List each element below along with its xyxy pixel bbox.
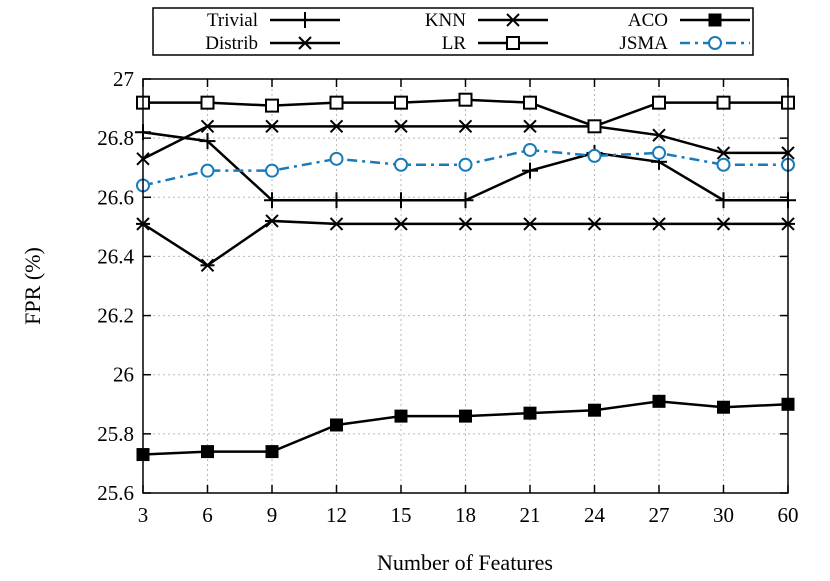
grid-layer (143, 79, 788, 493)
point-marker (201, 445, 214, 459)
y-tick-label: 26.2 (97, 304, 134, 328)
point-marker (458, 92, 473, 107)
y-tick-label: 27 (113, 67, 134, 91)
point-marker (394, 217, 408, 231)
point-marker (394, 409, 408, 423)
point-marker (394, 157, 408, 172)
point-marker (394, 119, 408, 134)
legend-label-trivial: Trivial (207, 10, 258, 31)
point-marker (708, 13, 722, 27)
point-marker (458, 217, 473, 231)
legend-label-distrib: Distrib (205, 33, 258, 54)
y-tick-label: 26 (113, 363, 134, 387)
point-marker (523, 217, 537, 231)
y-tick-label: 26.6 (97, 185, 134, 209)
x-tick-label: 9 (267, 503, 278, 527)
series-line-knn (142, 219, 788, 267)
y-axis-label: FPR (%) (20, 247, 45, 325)
point-marker (200, 163, 215, 178)
point-marker (716, 146, 731, 160)
point-marker (652, 128, 666, 142)
x-tick-label: 6 (202, 503, 213, 527)
point-marker (458, 157, 473, 172)
point-marker (458, 119, 473, 134)
point-marker (523, 95, 537, 110)
x-tick-label: 12 (326, 503, 347, 527)
y-tick-label: 25.6 (97, 481, 134, 505)
series-line-distrib (142, 125, 788, 160)
point-marker (587, 148, 602, 163)
point-marker (717, 400, 730, 414)
point-marker (652, 394, 666, 408)
point-marker (329, 151, 344, 166)
point-marker (652, 145, 666, 160)
x-tick-label: 24 (584, 503, 606, 527)
legend-label-lr: LR (442, 33, 467, 54)
y-tick-label: 26.4 (97, 244, 134, 268)
point-marker (329, 119, 344, 134)
point-marker (716, 95, 731, 110)
point-marker (715, 192, 732, 209)
point-marker (200, 119, 215, 134)
x-tick-label: 18 (455, 503, 476, 527)
tick-layer: 3 6 9 12 15 18 21 24 27 30 60 25.6 25.8 26 26.2 26.4 26.… (97, 67, 798, 527)
point-marker (506, 13, 520, 27)
point-marker (265, 98, 279, 113)
point-marker (457, 192, 474, 209)
legend-label-jsma: JSMA (619, 33, 668, 54)
x-tick-label: 15 (391, 503, 412, 527)
x-tick-label: 30 (713, 503, 734, 527)
series-layer (135, 92, 796, 462)
point-marker (298, 36, 312, 50)
y-tick-label: 25.8 (97, 422, 134, 446)
point-marker (523, 119, 537, 134)
point-marker (329, 95, 344, 110)
point-marker (264, 192, 280, 209)
point-marker (716, 217, 731, 231)
point-marker (522, 162, 538, 179)
point-marker (265, 445, 279, 459)
point-marker (328, 192, 345, 209)
legend-label-aco: ACO (628, 10, 668, 31)
y-tick-label: 26.8 (97, 126, 134, 150)
point-marker (297, 12, 313, 28)
point-marker (587, 119, 602, 134)
point-marker (200, 258, 215, 273)
point-marker (265, 119, 279, 134)
point-marker (716, 157, 731, 172)
point-marker (265, 163, 279, 178)
point-marker (652, 95, 666, 110)
point-marker (523, 406, 537, 420)
point-marker (652, 217, 666, 231)
x-tick-label: 27 (649, 503, 670, 527)
x-axis-label: Number of Features (377, 550, 553, 575)
point-marker (506, 36, 520, 50)
point-marker (329, 217, 344, 231)
point-marker (330, 418, 343, 432)
point-marker (523, 142, 537, 157)
legend-box (152, 7, 754, 56)
point-marker (393, 192, 409, 209)
x-tick-label: 3 (138, 503, 149, 527)
x-tick-label: 60 (778, 503, 799, 527)
point-marker (708, 36, 722, 50)
point-marker (265, 214, 279, 228)
point-marker (199, 133, 216, 150)
point-marker (459, 409, 472, 423)
legend-label-knn: KNN (425, 10, 466, 31)
x-tick-label: 21 (520, 503, 541, 527)
point-marker (200, 95, 215, 110)
point-marker (394, 95, 408, 110)
point-marker (588, 403, 601, 417)
point-marker (587, 217, 602, 231)
